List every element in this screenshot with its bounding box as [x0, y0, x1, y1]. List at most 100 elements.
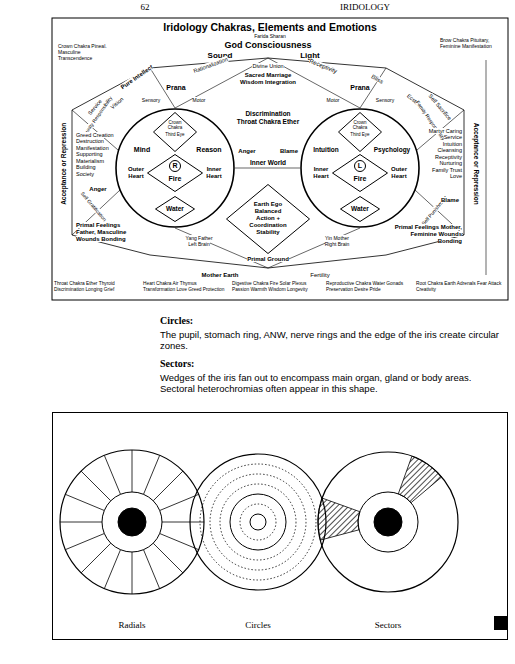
label-text: Throat Chakra Ether Thyroid Discriminati…: [54, 281, 115, 292]
label-text: God Consciousness: [224, 40, 311, 50]
label-text-box: Brow Chakra Pituitary, Feminine Manifest…: [440, 38, 496, 50]
label-text: Acceptance or Repression: [60, 123, 67, 205]
label-text: Root Chakra Earth Adrenals Fear Attack C…: [416, 281, 501, 292]
label-text-box: God Consciousness: [200, 40, 336, 51]
label-text: Motor: [193, 97, 206, 103]
diagram-frame: [52, 18, 508, 300]
label-text-box: Divine Union: [245, 63, 291, 69]
node-text: Outer Heart: [391, 166, 407, 179]
node-text-box: L: [354, 160, 366, 172]
node-text-box: Psychology: [372, 146, 412, 154]
label-text-box: The pupil, stomach ring, ANW, nerve ring…: [160, 329, 505, 351]
label-text: Pure Intellect: [120, 64, 154, 91]
label-text: Blame: [280, 148, 298, 154]
label-text: Yang Father Left Brain: [185, 235, 212, 247]
label-text: Self Gratification: [80, 190, 108, 222]
page-mark: [494, 616, 508, 630]
node-text: Earth Ego Balanced Action + Coordination…: [249, 201, 286, 235]
label-text-box: Primal Ground: [240, 256, 296, 263]
node-text-box: Third Eye: [153, 132, 197, 137]
node-text-box: Water: [340, 205, 380, 213]
node-text-box: Intuition: [308, 146, 344, 154]
node-text: Inner Heart: [313, 166, 328, 179]
diamond-node: Crown ChakraThird Eye: [153, 112, 197, 152]
node-text: Outer Heart: [128, 166, 144, 179]
label-text: Primal Feelings Mother, Feminine Wounds …: [395, 224, 462, 244]
label-text: Anger: [238, 148, 255, 154]
label-text-box: Heart Chakra Air Thymus Transformation L…: [143, 281, 229, 292]
iris-figures: [60, 450, 458, 594]
label-text: Brow Chakra Pituitary, Feminine Manifest…: [440, 37, 492, 49]
node-text-box: Water: [155, 205, 195, 213]
node-text: Circles: [245, 620, 271, 630]
label-text: Anger: [89, 186, 106, 192]
node-text-box: Earth Ego Balanced Action + Coordination…: [245, 201, 291, 236]
label-text-box: Primal Feelings Father, Masculine Wounds…: [76, 222, 138, 243]
label-text-box: Circles:: [160, 315, 260, 327]
label-text-box: Farida Sharan: [230, 34, 310, 40]
label-text-box: Fertility: [300, 272, 340, 279]
node-text: Sectors: [375, 620, 402, 630]
label-text: Reproductive Chakra Water Gonads Preserv…: [326, 281, 403, 292]
title-box: Iridology Chakras, Elements and Emotions: [120, 21, 420, 33]
label-text-box: Greed Creation Destruction Manifestation…: [76, 132, 114, 177]
label-text: Sensory: [376, 97, 394, 103]
label-text-box: Martyr Caring Service Intuition Cleansin…: [424, 128, 462, 180]
label-text: IRIDOLOGY: [340, 2, 390, 12]
node-text: Mind: [134, 146, 150, 153]
label-text-box: Inner World: [246, 159, 290, 167]
label-text-box: Pure Intellect: [114, 60, 159, 94]
panel-box: RadialsCirclesSectors: [52, 412, 508, 640]
node-text-box: Fire: [345, 175, 375, 183]
label-text-box: Sacred Marriage Wisdom Integration: [238, 72, 298, 86]
node-text: Inner Heart: [206, 166, 221, 179]
label-text-box: Blame: [278, 148, 300, 155]
diamond-node: L Fire: [332, 154, 388, 192]
label-text-box: Receptivity: [298, 54, 347, 79]
node-text-box: Inner Heart: [199, 166, 229, 180]
node-text: Water: [166, 205, 184, 212]
node-text-box: Reason: [193, 146, 225, 154]
label-text-box: Anger: [236, 148, 258, 155]
label-text: Bliss: [370, 73, 384, 85]
label-text: Prana: [350, 84, 369, 91]
label-text: Discrimination Throat Chakra Ether: [237, 110, 300, 125]
label-text: 62: [141, 2, 150, 12]
node-text: Third Eye: [350, 132, 369, 137]
label-text-box: Yin Mother Right Brain: [320, 236, 354, 248]
label-text: Wedges of the iris fan out to encompass …: [160, 372, 471, 394]
node-text: Water: [351, 205, 369, 212]
node-text: Reason: [196, 146, 221, 153]
label-text-box: Prana: [160, 84, 192, 92]
label-text-box: Sensory: [136, 98, 166, 104]
node-text: Crown Chakra: [168, 120, 183, 130]
node-text: Third Eye: [165, 132, 184, 137]
node-text: R: [169, 160, 181, 172]
label-text-box: Acceptance or Repression: [472, 114, 480, 214]
label-text-box: Motor: [320, 98, 346, 104]
node-text-box: Fire: [160, 175, 190, 183]
label-text-box: Prana: [344, 84, 376, 92]
label-text: Farida Sharan: [254, 33, 286, 39]
title: Iridology Chakras, Elements and Emotions: [163, 21, 377, 33]
panel-box-outline: [52, 412, 508, 640]
label-text: Divine Union: [252, 63, 283, 69]
node-text: Fire: [169, 175, 182, 182]
outline: [72, 58, 464, 268]
label-text: Blame: [441, 197, 459, 203]
label-text: Martyr Caring Service Intuition Cleansin…: [429, 128, 462, 179]
label-text: Motor: [327, 97, 340, 103]
node-text-box: Outer Heart: [121, 166, 151, 180]
label-text-box: Primal Feelings Mother, Feminine Wounds …: [392, 224, 462, 245]
label-text-box: IRIDOLOGY: [320, 2, 410, 13]
label-text-box: Throat Chakra Ether Thyroid Discriminati…: [54, 281, 140, 292]
guide-lines: [72, 58, 464, 268]
label-text: Receptivity: [308, 58, 337, 75]
node-text: Psychology: [374, 146, 410, 153]
label-text: The pupil, stomach ring, ANW, nerve ring…: [160, 329, 499, 351]
label-text: Yin Mother Right Brain: [325, 235, 350, 247]
node-text: L: [354, 160, 366, 172]
label-text-box: Wedges of the iris fan out to encompass …: [160, 372, 505, 394]
label-text: Primal Feelings Father, Masculine Wounds…: [76, 222, 126, 242]
